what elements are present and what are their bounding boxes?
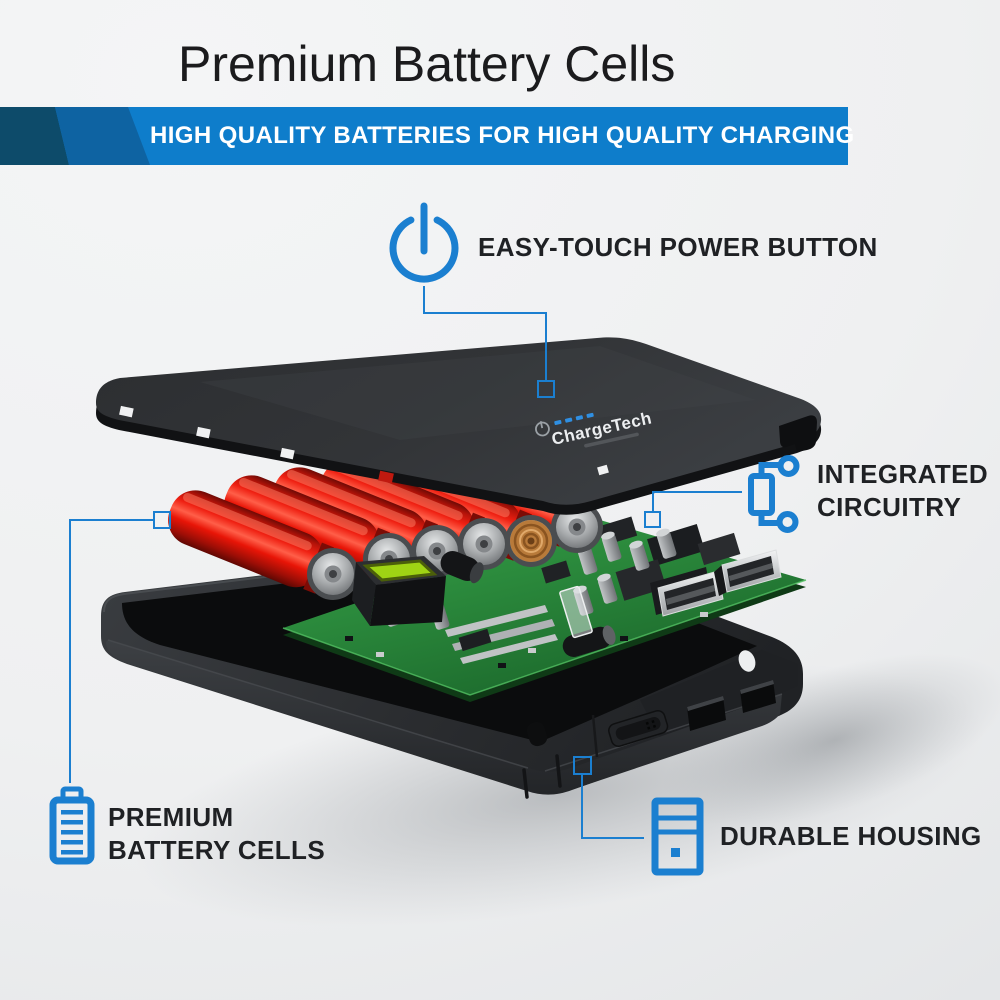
leader-line	[581, 774, 644, 839]
cover-clip	[779, 415, 817, 452]
page-title: Premium Battery Cells	[178, 36, 676, 92]
usb-port	[650, 567, 724, 617]
cover-clip-notch	[196, 426, 211, 439]
housing-ports	[522, 680, 776, 799]
callout-label-line: INTEGRATED	[817, 459, 989, 489]
leader-line	[69, 519, 154, 783]
callout-label-durable-housing: DURABLE HOUSING	[720, 821, 982, 851]
callout-icons	[49, 202, 800, 876]
battery-icon	[49, 786, 95, 865]
battery-cells	[160, 435, 612, 610]
cover-clip-notch	[280, 447, 295, 460]
leader-marker	[644, 511, 661, 528]
callout-label-line: BATTERY CELLS	[108, 835, 326, 865]
copper-coil-cap	[510, 520, 552, 562]
circuit-board	[282, 516, 807, 702]
circuit-icon	[748, 455, 800, 533]
leader-marker	[537, 380, 555, 398]
power-icon	[389, 202, 459, 283]
callout-label-integrated-circuitry: INTEGRATED CIRCUITRY	[817, 458, 988, 524]
callout-label-line: PREMIUM	[108, 802, 234, 832]
callout-label-line: CIRCUITRY	[817, 492, 962, 522]
housing-lanyard-hole	[738, 650, 756, 672]
leader-line	[652, 491, 742, 512]
leader-line	[423, 286, 547, 381]
leader-marker	[573, 756, 592, 775]
callout-label-power-button: EASY-TOUCH POWER BUTTON	[478, 232, 878, 262]
usb-port	[714, 549, 782, 596]
callout-label-premium-battery-cells: PREMIUM BATTERY CELLS	[108, 801, 325, 867]
battery-connector	[352, 556, 446, 626]
banner: HIGH QUALITY BATTERIES FOR HIGH QUALITY …	[0, 107, 854, 165]
tower-icon	[651, 797, 704, 876]
cover-clip-notch	[378, 470, 394, 484]
leader-marker	[153, 511, 171, 529]
cover-clip-notch	[597, 464, 609, 476]
banner-text: HIGH QUALITY BATTERIES FOR HIGH QUALITY …	[150, 122, 855, 149]
led-indicators	[554, 412, 594, 426]
top-cover: ChargeTech	[96, 337, 822, 515]
cover-clip-notch	[119, 405, 134, 418]
callout-leaders	[69, 286, 742, 839]
banner-accent-shapes	[0, 107, 150, 165]
